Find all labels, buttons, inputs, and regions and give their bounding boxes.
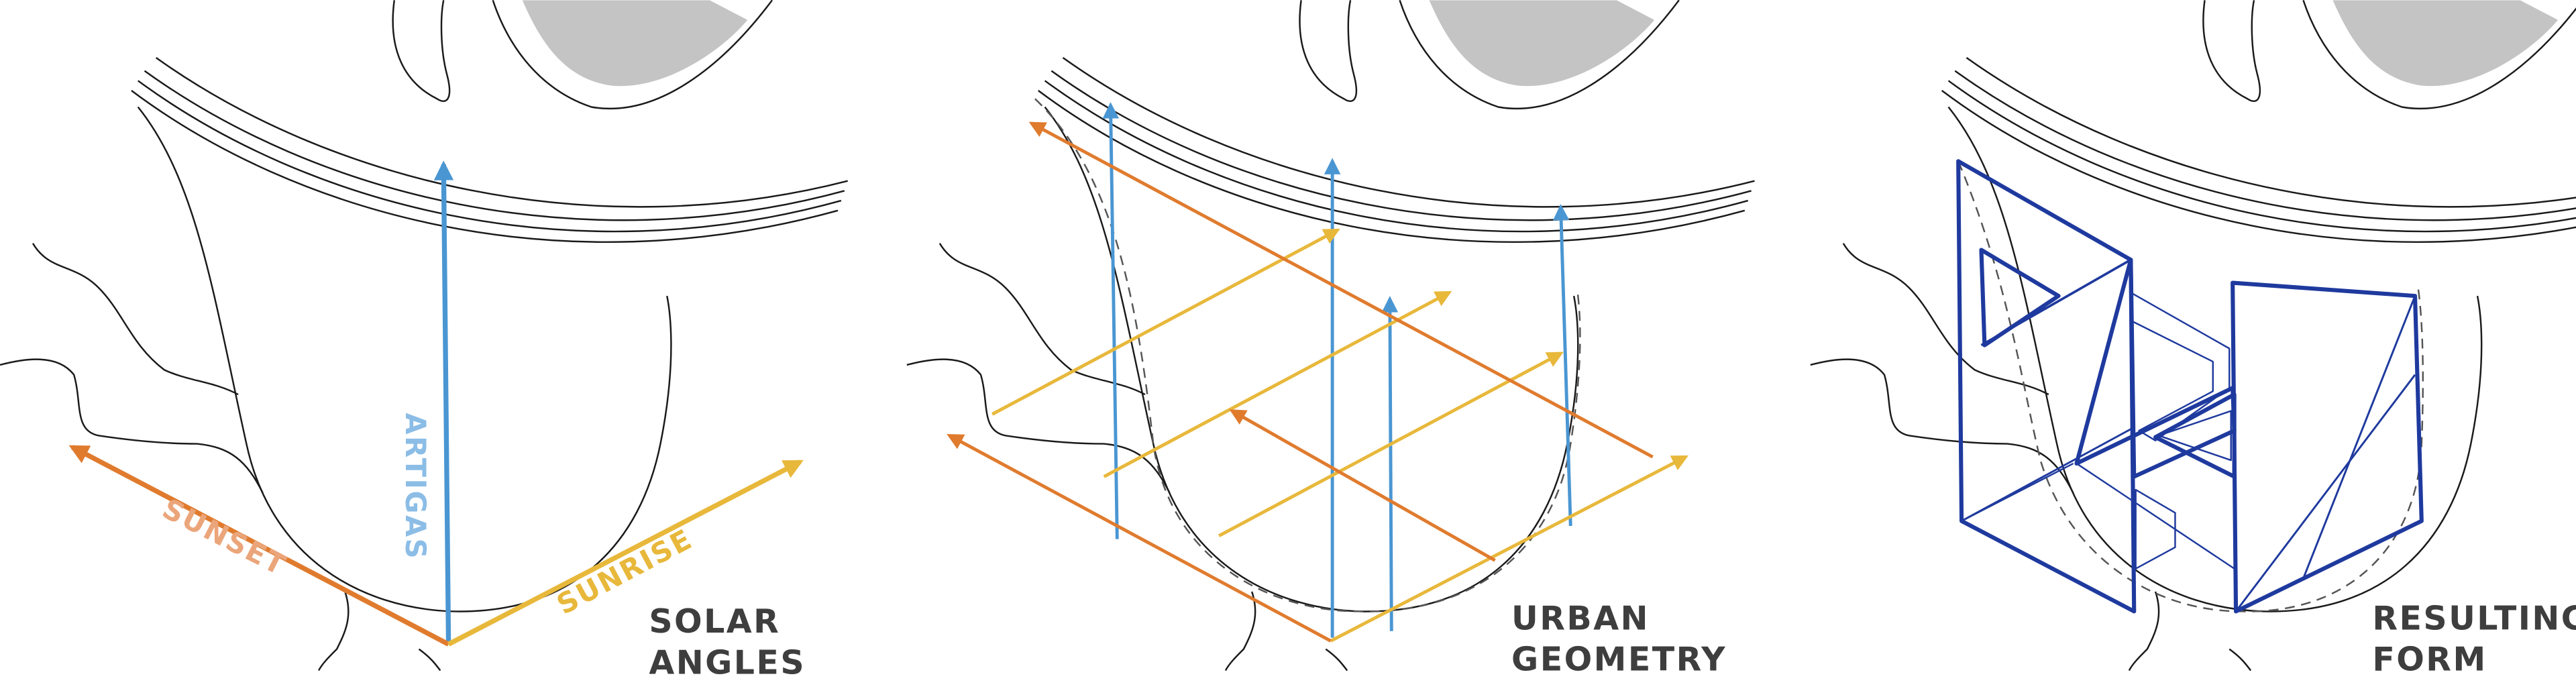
- sunset-line-2: [1229, 409, 1496, 562]
- caption-solar-line1: SOLAR: [649, 602, 780, 641]
- form-center-inner-2: [2135, 488, 2176, 570]
- sunset-line-1: [1028, 121, 1654, 459]
- form-right-diag-3: [2233, 282, 2416, 297]
- basemap-3: [1809, 0, 2576, 672]
- form-left-triangle: [1979, 248, 2061, 347]
- caption-urban-line2: GEOMETRY: [1511, 641, 1727, 679]
- panel-urban-geometry: URBAN GEOMETRY: [906, 0, 1756, 679]
- sunset-label: SUNSET: [157, 492, 292, 582]
- sunset-axis: [68, 445, 450, 647]
- form-left-diag-1: [1980, 258, 2132, 347]
- form-left-volume: [1956, 159, 2137, 614]
- site-outline-dashed: [1034, 98, 1581, 612]
- form-right-triangle: [2153, 392, 2237, 479]
- site-outline-dashed-3: [1957, 160, 2424, 612]
- sunrise-line-1: [991, 228, 1340, 416]
- resulting-form-geometry: [1956, 159, 2424, 614]
- sunrise-line-4: [1330, 455, 1689, 643]
- form-right-diag-2: [2302, 295, 2416, 579]
- form-left-diag-3: [1961, 462, 2074, 522]
- sunrise-line-3: [1218, 352, 1564, 537]
- artigas-axis: [433, 160, 454, 645]
- caption-urban-line1: URBAN: [1511, 599, 1650, 637]
- form-right-diag-1: [2235, 374, 2416, 612]
- sunrise-axis: [447, 460, 804, 647]
- caption-form-line1: RESULTING: [2372, 599, 2576, 637]
- sunrise-line-2: [1103, 290, 1452, 478]
- caption-form-line2: FORM: [2372, 641, 2487, 679]
- artigas-line-4: [1552, 203, 1572, 527]
- panel-resulting-form: RESULTING FORM: [1809, 0, 2576, 679]
- form-center-inner: [2130, 292, 2231, 441]
- panel-solar-angles: ARTIGAS SUNSET SUNRISE SOLAR ANGLES: [0, 0, 849, 682]
- caption-solar-line2: ANGLES: [649, 643, 806, 682]
- form-right-volume: [2231, 280, 2424, 614]
- sunset-line-3: [947, 433, 1332, 643]
- basemap-1: [0, 0, 849, 672]
- form-right-triangle-2: [2157, 410, 2232, 462]
- form-center-band: [2074, 258, 2237, 479]
- artigas-label: ARTIGAS: [399, 413, 432, 560]
- artigas-line-1: [1102, 102, 1120, 539]
- form-center-link: [2076, 462, 2235, 570]
- artigas-line-3: [1381, 296, 1399, 631]
